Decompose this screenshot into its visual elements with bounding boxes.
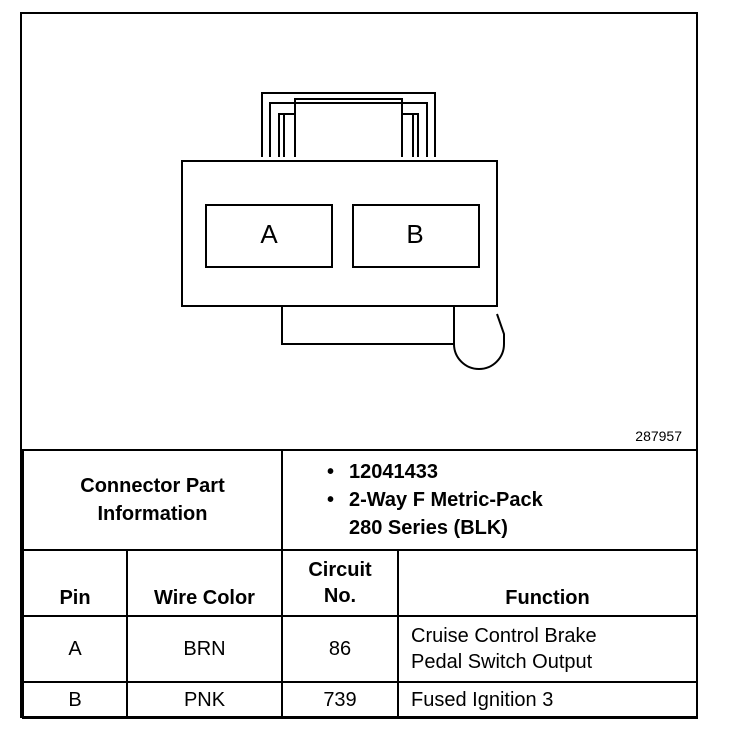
- table-row: A BRN 86 Cruise Control Brake Pedal Swit…: [22, 615, 698, 683]
- connector-sheet: A B 287957 Connector Part Information •1…: [20, 12, 698, 719]
- part-description: •2-Way F Metric-Pack: [327, 486, 696, 514]
- connector-drawing: [181, 92, 505, 370]
- table-header-row: Pin Wire Color Circuit No. Function: [22, 549, 698, 617]
- row-pin: B: [22, 681, 128, 719]
- row-circuit: 739: [281, 681, 399, 719]
- pin-cavity-b: [352, 204, 480, 268]
- pin-label-a: A: [260, 219, 278, 249]
- latch-center: [294, 98, 403, 157]
- row-function: Fused Ignition 3: [397, 681, 698, 719]
- connector-table: Connector Part Information •12041433 •2-…: [22, 449, 698, 719]
- connector-key: [281, 306, 505, 370]
- part-info-details: •12041433 •2-Way F Metric-Pack 280 Serie…: [281, 449, 698, 551]
- header-pin: Pin: [22, 549, 128, 617]
- latch-right-tab: [402, 113, 419, 157]
- header-function: Function: [397, 549, 698, 617]
- pin-cavity-a: [205, 204, 333, 268]
- bullet-icon: •: [327, 489, 335, 511]
- connector-latch-inner: [269, 102, 428, 157]
- connector-body: [181, 160, 498, 307]
- row-function: Cruise Control Brake Pedal Switch Output: [397, 615, 698, 683]
- table-row: B PNK 739 Fused Ignition 3: [22, 681, 698, 719]
- header-wire-color: Wire Color: [126, 549, 283, 617]
- pin-label-b: B: [406, 219, 424, 249]
- connector-latch-outer: [261, 92, 436, 157]
- latch-left-tab: [278, 113, 295, 157]
- row-wire-color: BRN: [126, 615, 283, 683]
- figure-number: 287957: [635, 428, 682, 444]
- header-circuit: Circuit No.: [281, 549, 399, 617]
- part-info-heading: Connector Part Information: [22, 449, 283, 551]
- row-pin: A: [22, 615, 128, 683]
- row-wire-color: PNK: [126, 681, 283, 719]
- connector-diagram: A B 287957: [22, 14, 696, 449]
- bullet-icon: •: [327, 461, 335, 483]
- row-circuit: 86: [281, 615, 399, 683]
- part-info-row: Connector Part Information •12041433 •2-…: [22, 449, 698, 551]
- part-number: •12041433: [327, 458, 696, 486]
